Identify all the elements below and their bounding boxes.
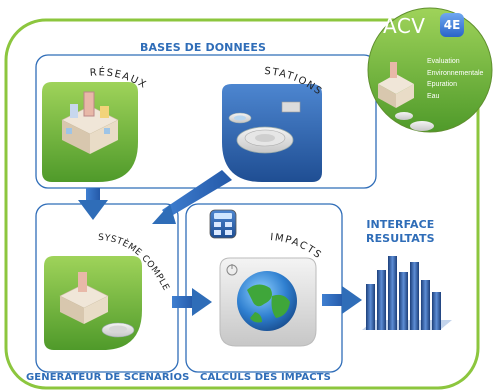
acv-line-4: Eau [427,92,440,100]
label-interface-line1: INTERFACE [366,218,435,231]
calculator-icon [209,209,237,239]
acv-line-1: Evaluation [427,58,460,65]
outer-frame [4,18,480,390]
city-block-icon [42,82,138,182]
acv-line-2: Environnementale [427,69,484,77]
arrow-calculs-interface [322,286,362,314]
label-bases: BASES DE DONNEES [140,41,267,54]
label-interface: INTERFACE RESULTATS [366,218,435,246]
logo-city-icon [378,62,434,131]
label-calculs: CALCULS DES IMPACTS [200,372,331,383]
label-generateur: GENERATEUR DE SCENARIOS [26,372,190,383]
bar-chart-icon [362,256,452,330]
label-interface-line2: RESULTATS [366,232,435,245]
acv-subtitle: Evaluation Environnementale Epuration Ea… [427,56,483,102]
globe-icon [219,257,317,347]
system-complete-icon [44,256,142,350]
badge-4e-part2: E [452,18,461,32]
power-icon [226,264,238,276]
badge-4e-part1: 4 [443,18,453,32]
arrow-stations-diagonal [152,170,232,224]
arrow-reseaux-down [78,188,108,220]
arrow-generateur-calculs [172,288,212,316]
treatment-station-icon [222,84,322,182]
acv-line-3: Epuration [427,81,457,88]
acv-title: ACV [383,14,426,38]
acv-logo [367,7,493,133]
